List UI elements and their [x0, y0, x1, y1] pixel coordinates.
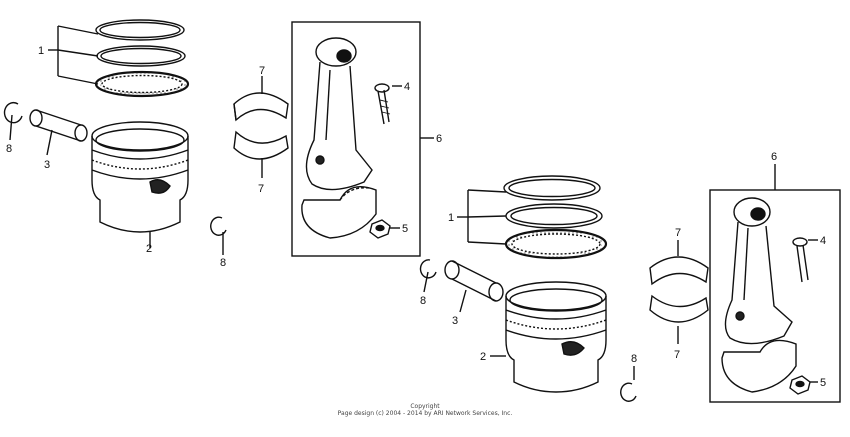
callout-labels: 1 2 3 4 5 6 7 7 8 8 1 2 3 4 5 6 7 7 8 8	[6, 45, 826, 389]
callout-bearing-bot-b: 7	[674, 349, 680, 361]
callout-clip-left-b: 8	[420, 295, 426, 307]
callout-bolt-b: 4	[820, 235, 826, 247]
circlip-left-b	[419, 259, 437, 279]
rod-bolt-b	[792, 237, 809, 283]
callout-rod-a: 6	[436, 133, 442, 145]
callout-clip-left-a: 8	[6, 143, 12, 155]
bearing-lower-b	[649, 294, 709, 323]
callout-bearing-top-b: 7	[675, 227, 681, 239]
callout-pin-a: 3	[44, 159, 50, 171]
bearing-lower-a	[233, 130, 289, 160]
callout-rod-b: 6	[771, 151, 777, 163]
bearing-upper-b	[649, 256, 709, 286]
piston-a	[91, 121, 189, 233]
copyright-notice: Page design (c) 2004 - 2014 by ARI Netwo…	[337, 410, 513, 417]
piston-rings-a	[94, 19, 190, 98]
circlip-right-b	[620, 382, 637, 402]
bearing-upper-a	[233, 92, 289, 122]
callout-nut-a: 5	[402, 223, 408, 235]
callout-bolt-a: 4	[404, 81, 410, 93]
connecting-rod-a	[301, 37, 377, 239]
piston-pin-a	[29, 109, 88, 142]
connecting-rod-b	[721, 197, 797, 393]
callout-pin-b: 3	[452, 315, 458, 327]
piston-b	[505, 281, 607, 393]
callout-bearing-top-a: 7	[259, 65, 265, 77]
copyright-label: Copyright	[410, 403, 440, 410]
piston-pin-b	[444, 260, 504, 302]
assembly-a	[3, 19, 434, 257]
callout-piston-b: 2	[480, 351, 486, 363]
callout-bearing-bot-a: 7	[258, 183, 264, 195]
rod-bolt-a	[374, 83, 391, 125]
circlip-left-a	[3, 101, 23, 124]
rod-nut-a	[369, 219, 391, 239]
callout-rings-b: 1	[448, 212, 454, 224]
rod-nut-b	[789, 375, 811, 395]
callout-nut-b: 5	[820, 377, 826, 389]
circlip-right-a	[210, 216, 227, 236]
callout-clip-right-b: 8	[631, 353, 637, 365]
callout-piston-a: 2	[146, 243, 152, 255]
assembly-b	[419, 164, 841, 403]
callout-clip-right-a: 8	[220, 257, 226, 269]
callout-rings-a: 1	[38, 45, 44, 57]
piston-rings-b	[503, 175, 608, 260]
